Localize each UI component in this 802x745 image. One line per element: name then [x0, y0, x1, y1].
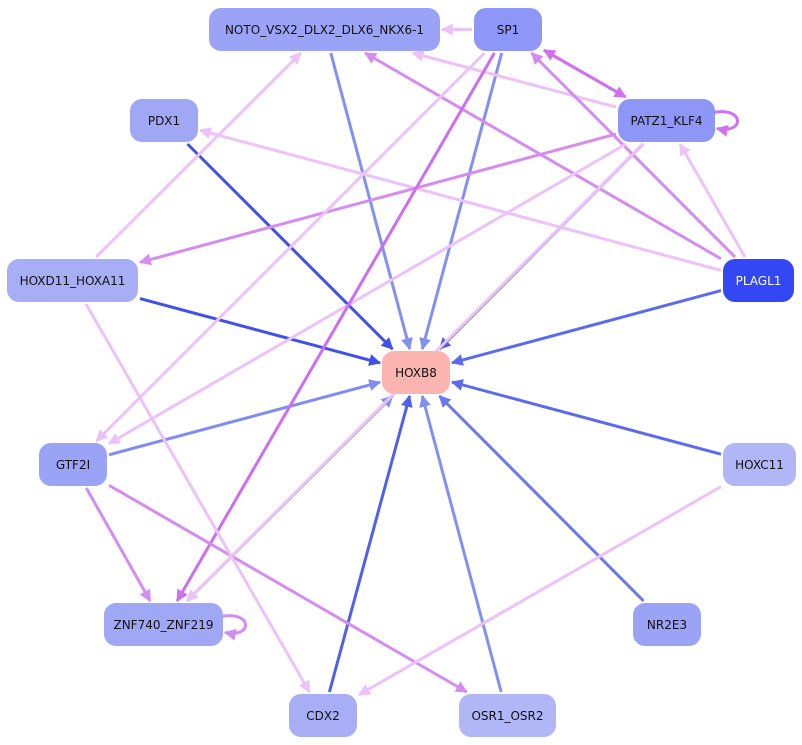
edges-layer [84, 23, 747, 697]
edge-plagl1-to-noto [364, 51, 722, 261]
node-cdx2[interactable]: CDX2 [289, 694, 357, 737]
edge-cdx2-to-hoxb8 [327, 394, 413, 693]
node-nr2e3[interactable]: NR2E3 [633, 603, 701, 646]
node-label: NOTO_VSX2_DLX2_DLX6_NKX6-1 [224, 22, 425, 37]
node-label: HOXD11_HOXA11 [19, 273, 126, 288]
edge-hoxd11-to-noto [95, 51, 302, 259]
edge-gtf2i-to-osr1 [108, 484, 468, 694]
node-hoxd11[interactable]: HOXD11_HOXA11 [7, 259, 138, 302]
node-hoxc11[interactable]: HOXC11 [723, 443, 796, 486]
edge-plagl1-to-hoxb8 [450, 289, 722, 366]
node-label: ZNF740_ZNF219 [113, 617, 214, 632]
edge-gtf2i-to-znf740 [84, 487, 152, 603]
node-znf740[interactable]: ZNF740_ZNF219 [104, 603, 223, 646]
edge-gtf2i-to-hoxb8 [108, 379, 382, 457]
node-label: PATZ1_KLF4 [630, 113, 703, 128]
node-label: HOXB8 [395, 365, 437, 380]
node-noto[interactable]: NOTO_VSX2_DLX2_DLX6_NKX6-1 [209, 8, 440, 51]
node-patz1[interactable]: PATZ1_KLF4 [618, 99, 715, 142]
node-osr1[interactable]: OSR1_OSR2 [459, 694, 556, 737]
edge-osr1-to-hoxb8 [419, 394, 503, 693]
edge-plagl1-to-patz1 [678, 142, 747, 258]
edge-nr2e3-to-hoxb8 [438, 394, 645, 603]
edge-hoxd11-to-hoxb8 [139, 297, 382, 366]
node-hoxb8[interactable]: HOXB8 [382, 351, 450, 394]
node-label: PDX1 [147, 113, 181, 128]
node-pdx1[interactable]: PDX1 [130, 99, 198, 142]
edge-sp1-to-znf740 [175, 52, 496, 603]
edge-hoxd11-to-cdx2 [84, 303, 311, 694]
edge-patz1-to-hoxd11 [138, 132, 617, 266]
self-loop-znf740 [220, 614, 247, 641]
edge-sp1-to-gtf2i [95, 51, 486, 443]
node-plagl1[interactable]: PLAGL1 [723, 259, 794, 302]
edge-hoxc11-to-cdx2 [357, 485, 722, 697]
node-label: SP1 [496, 22, 520, 37]
node-label: OSR1_OSR2 [471, 708, 544, 723]
edge-hoxc11-to-hoxb8 [450, 379, 722, 456]
node-label: CDX2 [306, 708, 340, 723]
edge-patz1-to-gtf2i [107, 142, 627, 445]
node-sp1[interactable]: SP1 [474, 8, 542, 51]
node-label: GTF2I [55, 457, 91, 472]
self-loop-patz1 [712, 110, 739, 137]
edge-patz1-to-noto [411, 49, 617, 109]
node-label: PLAGL1 [735, 273, 782, 288]
node-label: HOXC11 [735, 457, 784, 472]
edge-patz1-to-sp1 [542, 48, 627, 99]
node-gtf2i[interactable]: GTF2I [39, 443, 107, 486]
node-label: NR2E3 [646, 617, 688, 632]
edge-plagl1-to-pdx1 [198, 127, 722, 272]
